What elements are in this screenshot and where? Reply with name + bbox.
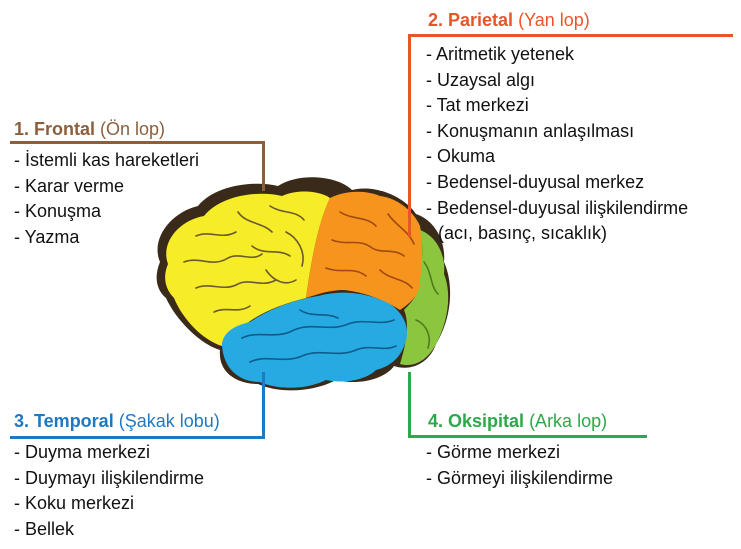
frontal-functions-list: - İstemli kas hareketleri - Karar verme … [14, 148, 199, 250]
frontal-heading: 1. Frontal (Ön lop) [14, 116, 165, 142]
frontal-title: 1. Frontal [14, 119, 96, 139]
list-item: - Duyma merkezi [14, 442, 151, 462]
occipital-title: 4. Oksipital [428, 411, 525, 431]
temporal-title: 3. Temporal [14, 411, 114, 431]
occipital-connector-frame [408, 372, 647, 438]
occipital-heading: 4. Oksipital (Arka lop) [428, 408, 607, 434]
temporal-gyri [241, 309, 397, 363]
list-item: (acı, basınç, sıcaklık) [438, 223, 608, 244]
temporal-heading: 3. Temporal (Şakak lobu) [14, 408, 220, 434]
list-item: - Okuma [426, 146, 496, 167]
frontal-subtitle: (Ön lop) [100, 119, 166, 139]
parietal-gyri [325, 211, 415, 289]
list-item: - Görmeyi ilişkilendirme [426, 467, 614, 488]
occipital-functions-list: - Görme merkezi - Görmeyi ilişkilendirme [426, 440, 613, 491]
list-item: - Bellek [14, 518, 75, 539]
temporal-lobe [222, 292, 408, 388]
parietal-heading: 2. Parietal (Yan lop) [428, 7, 590, 33]
list-item: - Görme merkezi [426, 442, 561, 462]
list-item: - Karar verme [14, 175, 125, 196]
brain-gyri [183, 205, 305, 313]
list-item: - Konuşmanın anlaşılması [426, 120, 635, 141]
list-item: - Bedensel-duyusal merkez [426, 171, 645, 192]
list-item: - Konuşma [14, 201, 102, 222]
frontal-lobe [165, 191, 330, 346]
list-item: - Yazma [14, 226, 80, 247]
list-item: - Tat merkezi [426, 95, 529, 116]
temporal-subtitle: (Şakak lobu) [118, 411, 220, 431]
list-item: - Aritmetik yetenek [426, 44, 575, 64]
occipital-lobe [400, 230, 449, 366]
list-item: - İstemli kas hareketleri [14, 150, 200, 170]
list-item: - Koku merkezi [14, 493, 135, 514]
occipital-gyri [415, 261, 439, 349]
occipital-subtitle: (Arka lop) [529, 411, 608, 431]
list-item: - Bedensel-duyusal ilişkilendirme [426, 197, 689, 218]
list-item: - Duymayı ilişkilendirme [14, 467, 205, 488]
parietal-title: 2. Parietal [428, 10, 514, 30]
frontal-connector-frame [10, 141, 265, 191]
temporal-connector-frame [10, 372, 265, 439]
list-item: - Uzaysal algı [426, 69, 536, 90]
parietal-functions-list: - Aritmetik yetenek - Uzaysal algı - Tat… [426, 42, 688, 247]
parietal-subtitle: (Yan lop) [518, 10, 590, 30]
parietal-connector-frame [408, 34, 733, 237]
temporal-functions-list: - Duyma merkezi - Duymayı ilişkilendirme… [14, 440, 204, 542]
